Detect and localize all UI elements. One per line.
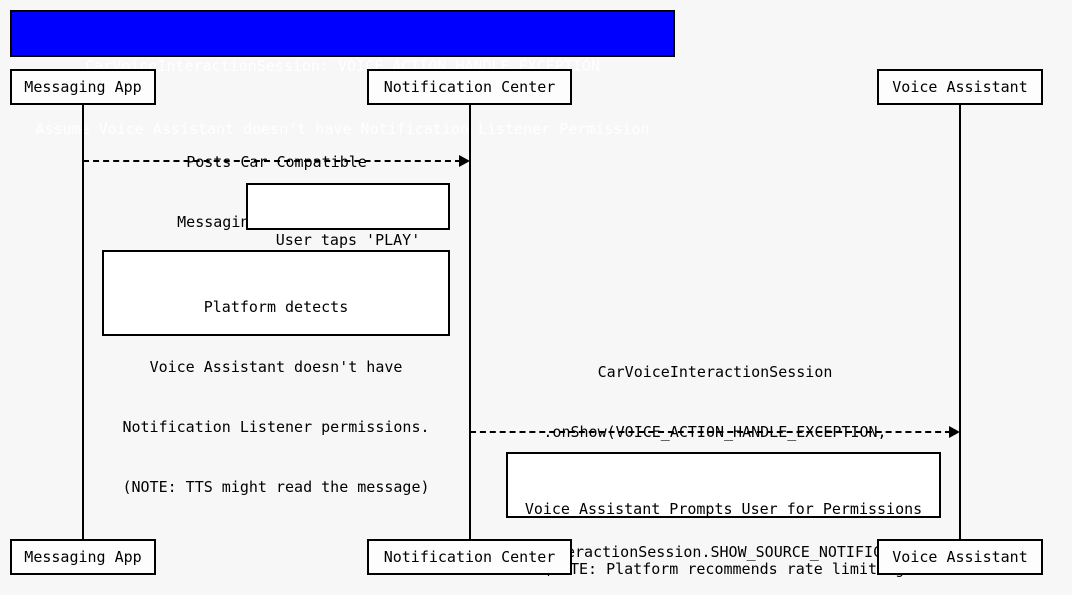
participant-voice-assistant-bottom[interactable]: Voice Assistant: [877, 539, 1043, 575]
diagram-title-banner: CarVoiceInteractionSession: VOICE_ACTION…: [10, 10, 675, 138]
lifeline-voice-assistant: [959, 104, 961, 539]
note-platform-detects-line-1: Platform detects: [203, 298, 349, 316]
note-user-taps-play-line-1: User taps 'PLAY': [275, 231, 421, 249]
note-platform-detects-line-2: Voice Assistant doesn't have: [149, 358, 403, 376]
lifeline-messaging-app: [82, 104, 84, 539]
message-arrow-post-notification-line: [83, 160, 461, 162]
lifeline-notification-center: [469, 104, 471, 539]
note-platform-detects-line-4: (NOTE: TTS might read the message): [122, 478, 430, 496]
message-label-on-show-line-4: VoiceInteractionSession.SHOW_SOURCE_NOTI…: [493, 543, 937, 561]
participant-notification-center-top[interactable]: Notification Center: [367, 69, 572, 105]
message-arrow-on-show-head: [949, 426, 960, 438]
note-prompts-user-line-2: (NOTE: Platform recommends rate limiting: [542, 560, 905, 578]
note-prompts-user-line-1: Voice Assistant Prompts User for Permiss…: [524, 500, 923, 518]
participant-messaging-app-top[interactable]: Messaging App: [10, 69, 156, 105]
diagram-title-line-2: Assume Voice Assistant doesn't have Noti…: [35, 120, 650, 138]
message-label-on-show-line-1: CarVoiceInteractionSession: [597, 363, 833, 381]
message-label-post-notification-line-1: Posts Car Compatible: [186, 153, 367, 171]
participant-notification-center-bottom[interactable]: Notification Center: [367, 539, 572, 575]
note-platform-detects: Platform detects Voice Assistant doesn't…: [102, 250, 450, 496]
participant-voice-assistant-top[interactable]: Voice Assistant: [877, 69, 1043, 105]
message-arrow-post-notification-head: [459, 155, 470, 167]
note-prompts-user: Voice Assistant Prompts User for Permiss…: [506, 452, 941, 578]
participant-messaging-app-bottom[interactable]: Messaging App: [10, 539, 156, 575]
message-arrow-on-show-line: [470, 431, 951, 433]
note-user-taps-play: User taps 'PLAY' on Msg Notification: [246, 183, 450, 309]
note-platform-detects-line-3: Notification Listener permissions.: [122, 418, 430, 436]
